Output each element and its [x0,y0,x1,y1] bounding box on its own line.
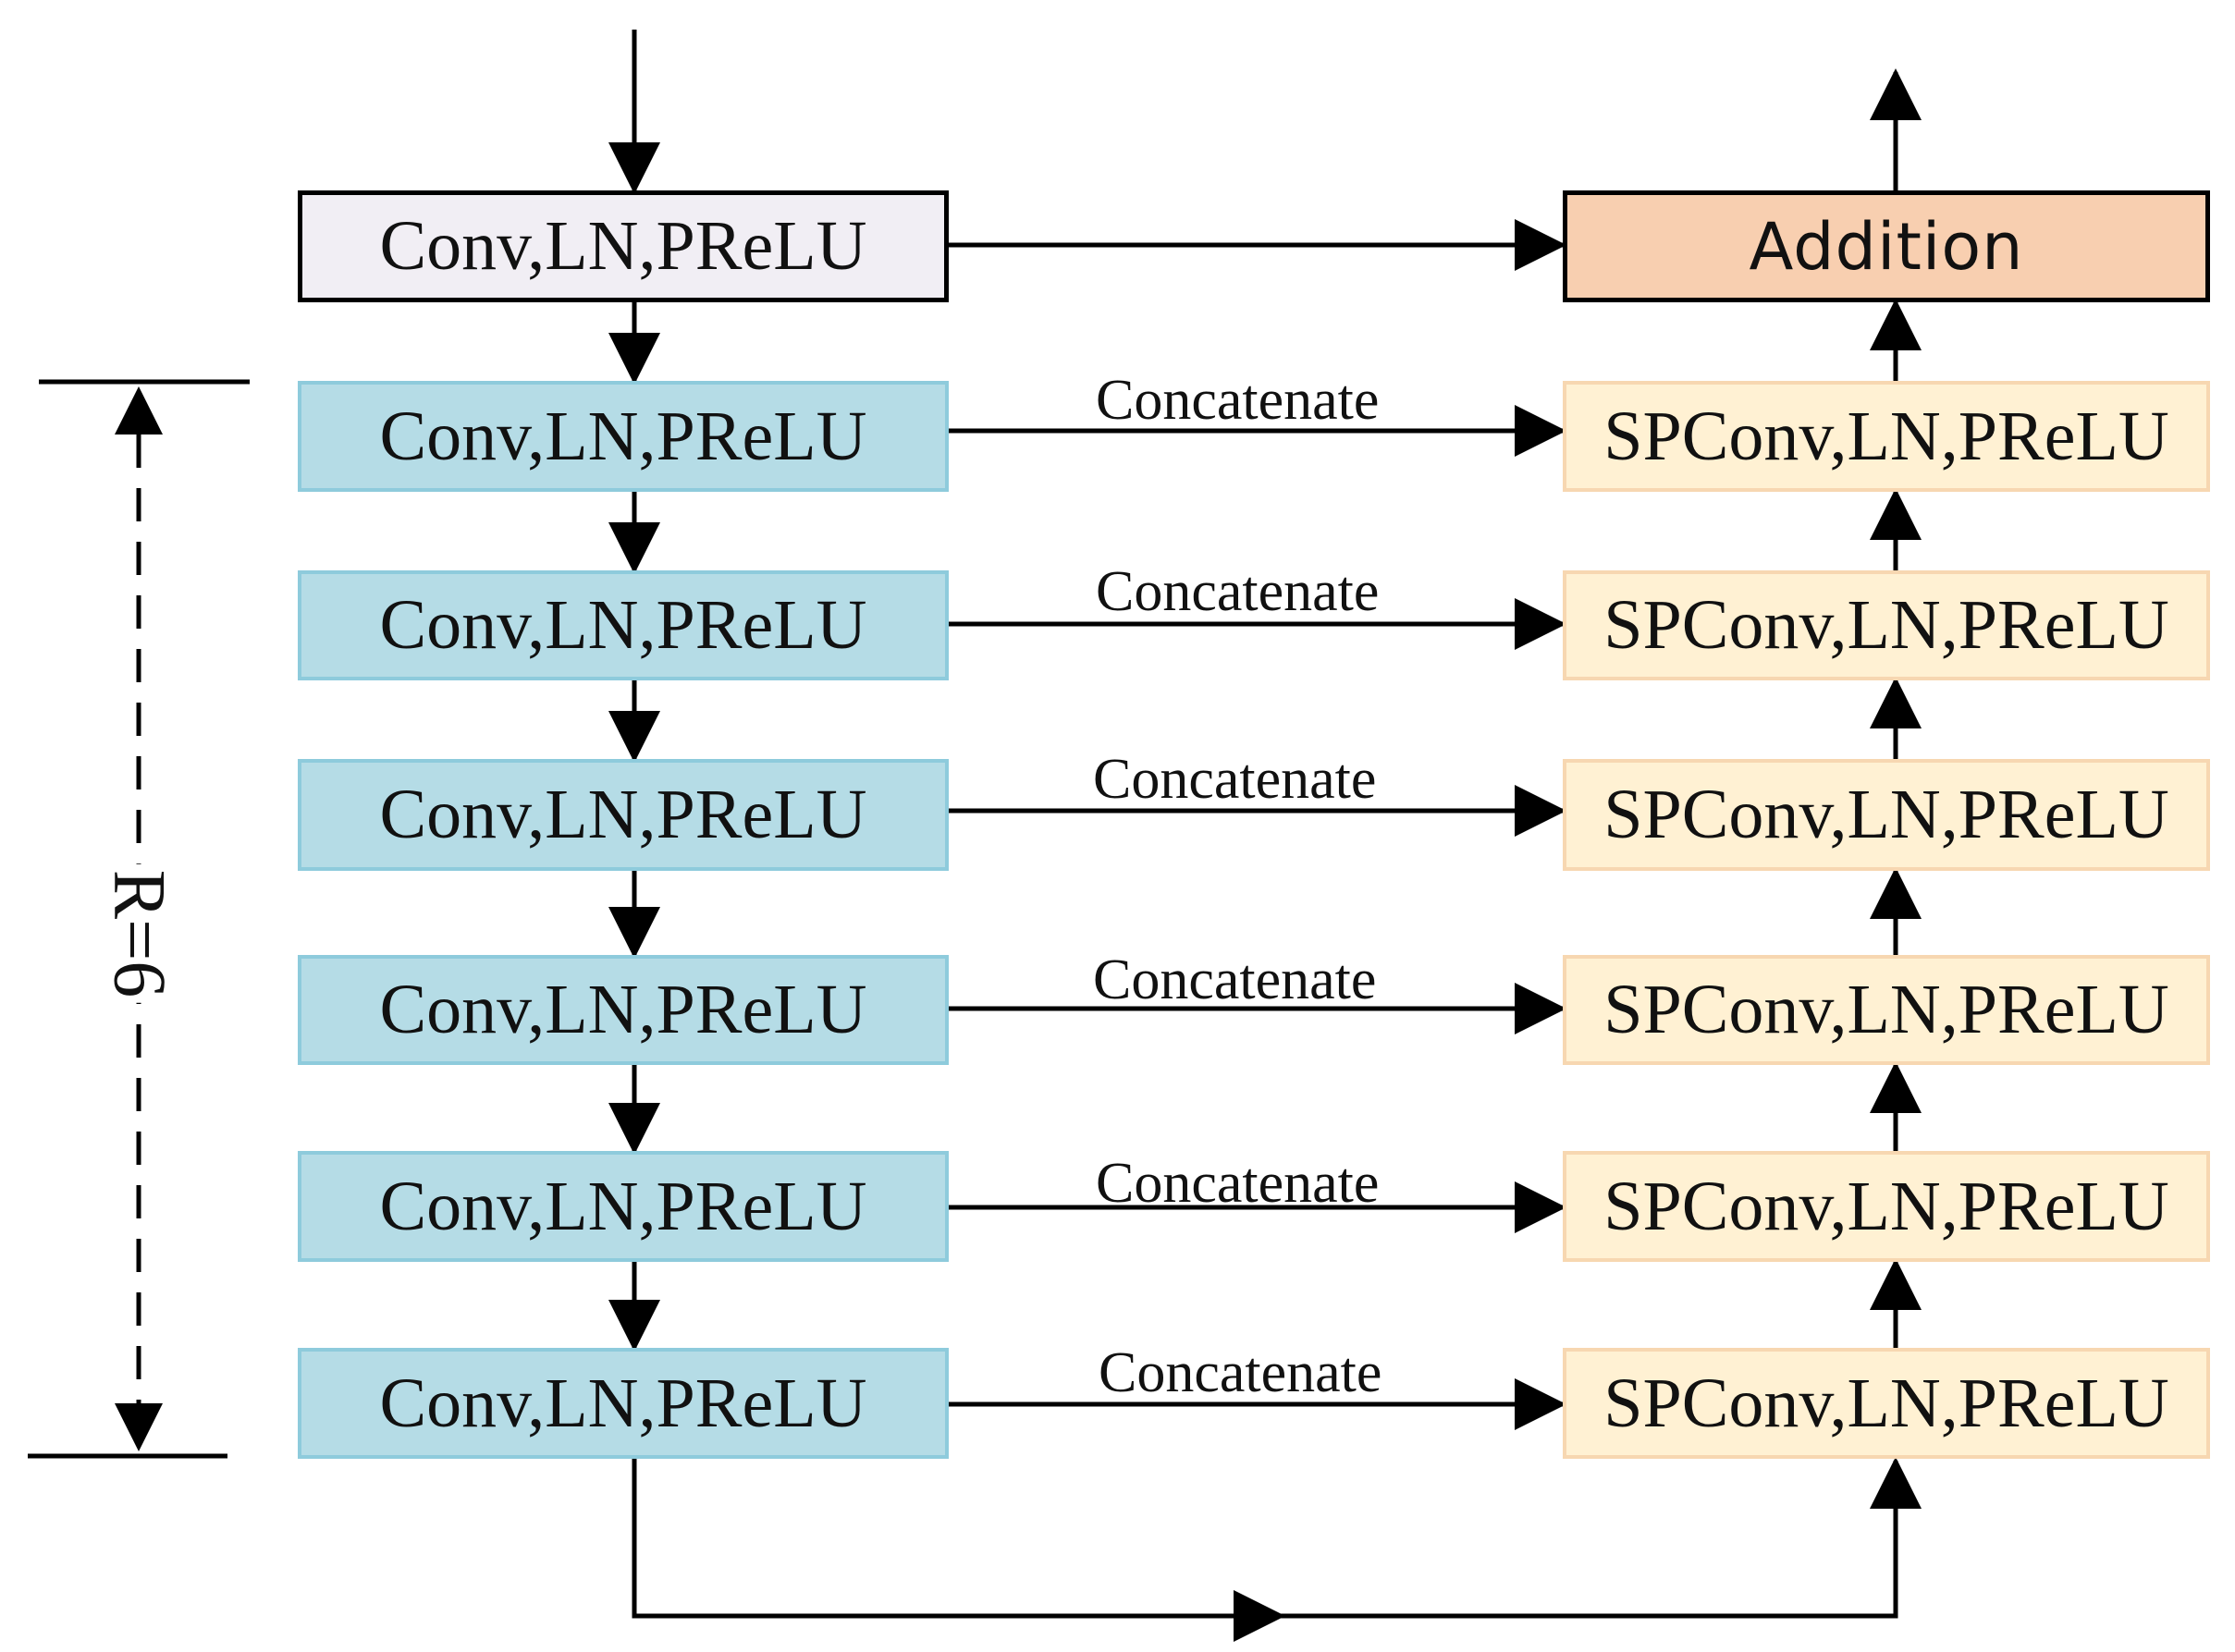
concatenate-label: Concatenate [1096,560,1380,623]
concatenate-label: Concatenate [1096,369,1380,432]
bottom-bypass-line [632,1457,1922,1619]
encoder-block-2: Conv,LN,PReLU [298,570,949,680]
concatenate-label: Concatenate [1093,748,1377,811]
input-conv-block: Conv,LN,PReLU [298,190,949,302]
decoder-block-2: SPConv,LN,PReLU [1563,570,2210,680]
addition-block: Addition [1563,190,2210,302]
encoder-block-3: Conv,LN,PReLU [298,759,949,871]
concatenate-label: Concatenate [1096,1152,1380,1215]
concatenate-label: Concatenate [1099,1341,1382,1404]
decoder-label: SPConv,LN,PReLU [1603,776,2169,853]
decoder-block-5: SPConv,LN,PReLU [1563,1151,2210,1262]
decoder-label: SPConv,LN,PReLU [1603,1167,2169,1245]
decoder-block-3: SPConv,LN,PReLU [1563,759,2210,871]
encoder-label: Conv,LN,PReLU [379,397,867,475]
encoder-label: Conv,LN,PReLU [379,776,867,853]
decoder-label: SPConv,LN,PReLU [1603,397,2169,475]
concatenate-label: Concatenate [1093,948,1377,1011]
decoder-label: SPConv,LN,PReLU [1603,971,2169,1048]
encoder-block-4: Conv,LN,PReLU [298,955,949,1065]
encoder-label: Conv,LN,PReLU [379,586,867,664]
encoder-block-6: Conv,LN,PReLU [298,1348,949,1459]
encoder-label: Conv,LN,PReLU [379,971,867,1048]
decoder-label: SPConv,LN,PReLU [1603,1364,2169,1442]
decoder-block-1: SPConv,LN,PReLU [1563,381,2210,492]
repeat-label: R=6 [96,863,181,1004]
encoder-block-1: Conv,LN,PReLU [298,381,949,492]
decoder-block-4: SPConv,LN,PReLU [1563,955,2210,1065]
encoder-label: Conv,LN,PReLU [379,1364,867,1442]
bracket-down-arrowhead [115,1403,163,1451]
decoder-block-6: SPConv,LN,PReLU [1563,1348,2210,1459]
input-conv-label: Conv,LN,PReLU [379,207,867,285]
decoder-label: SPConv,LN,PReLU [1603,586,2169,664]
addition-label: Addition [1749,208,2024,285]
encoder-block-5: Conv,LN,PReLU [298,1151,949,1262]
bracket-up-arrowhead [115,386,163,434]
encoder-label: Conv,LN,PReLU [379,1167,867,1245]
